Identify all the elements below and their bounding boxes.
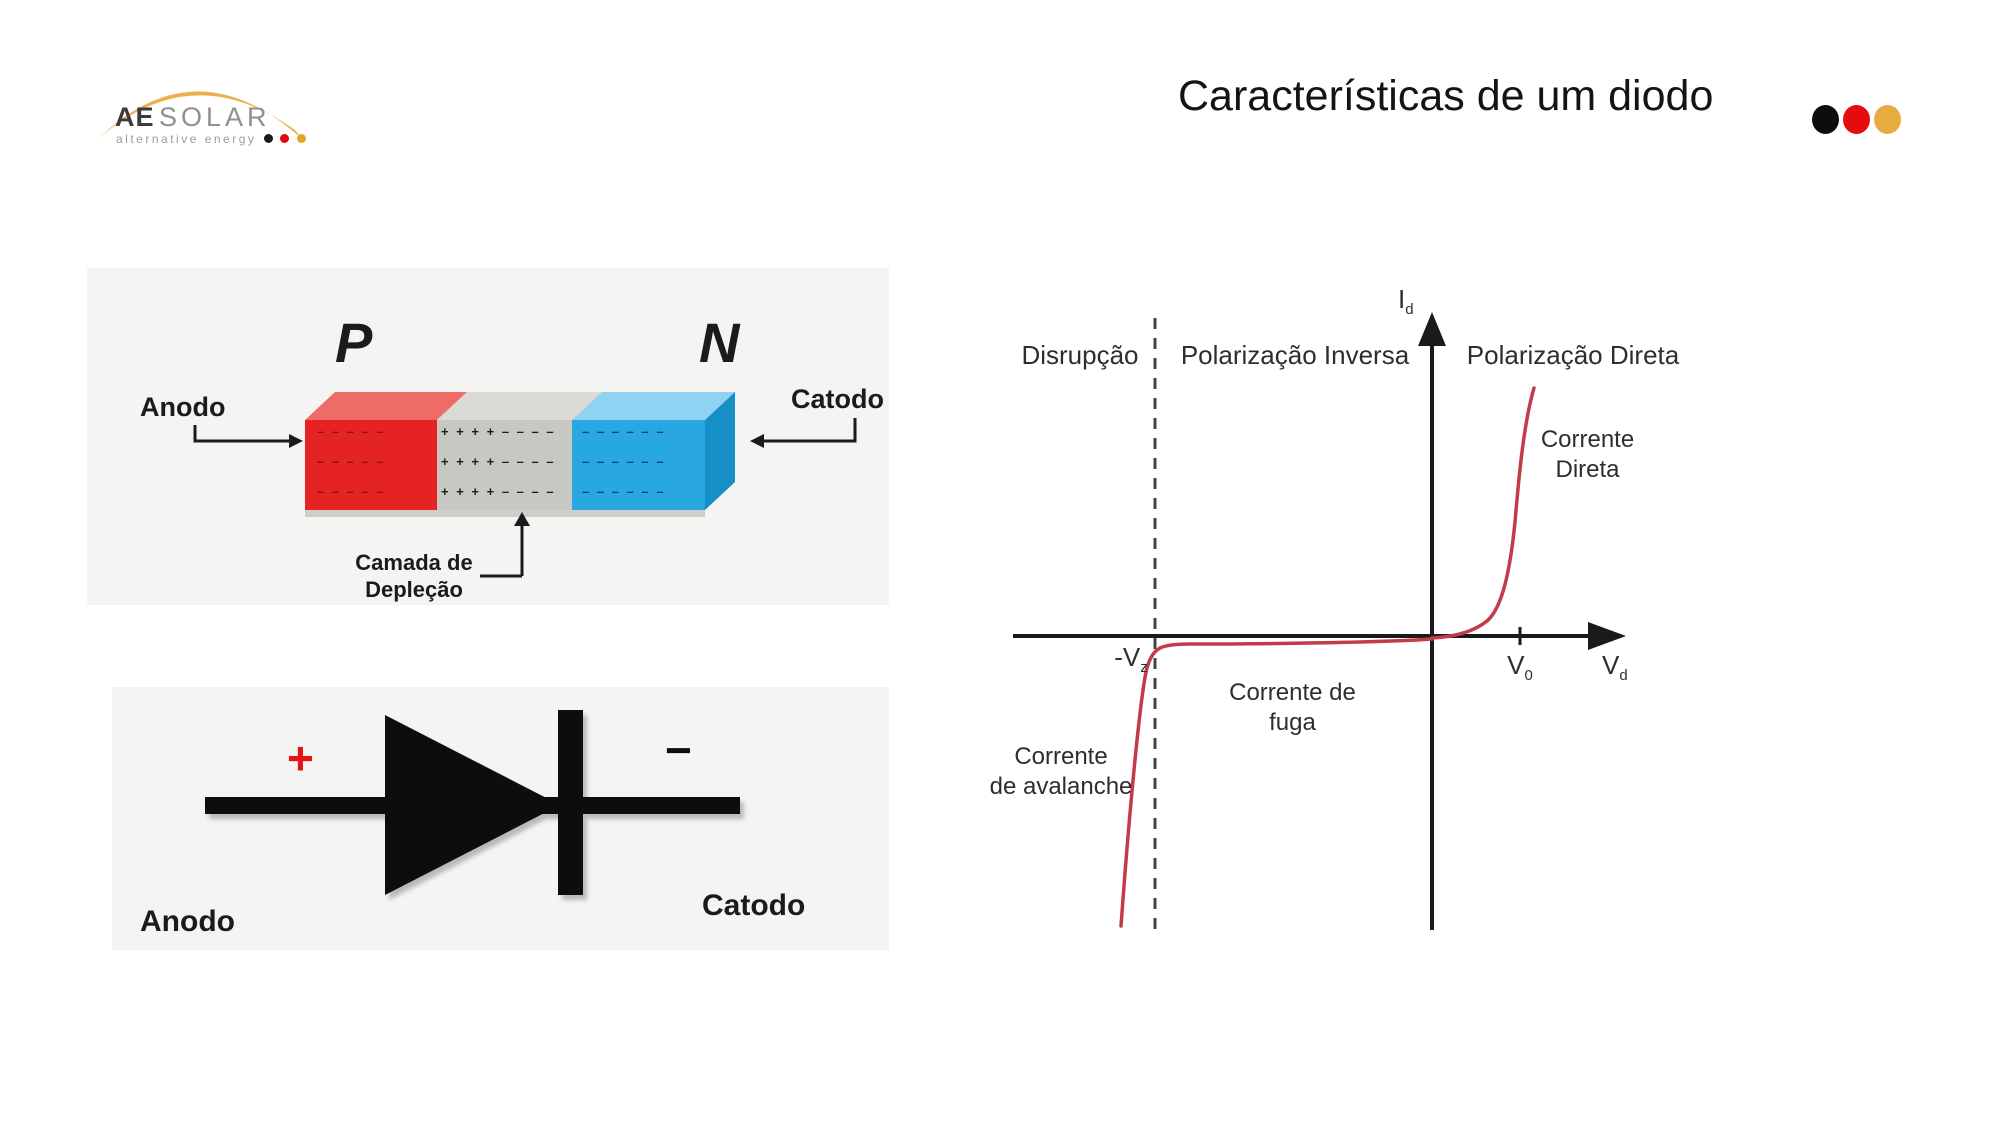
anode-arrowhead-icon	[289, 434, 303, 448]
iv-characteristic-chart: Disrupção Polarização Inversa Polarizaçã…	[990, 282, 1690, 942]
pn-cathode-label: Catodo	[791, 384, 884, 414]
forward-current-line2: Direta	[1555, 456, 1620, 483]
n-side-face	[705, 392, 735, 510]
zener-voltage-label: -Vz	[1102, 642, 1160, 676]
breakdown-region-label: Disrupção	[1021, 340, 1139, 370]
diode-symbol-drawing	[205, 710, 740, 895]
pn-junction-box-drawing	[193, 392, 857, 578]
pn-anode-label: Anodo	[140, 392, 226, 422]
p-charges-row: – – – – –	[317, 484, 386, 499]
n-charges-row: – – – – – –	[582, 454, 666, 469]
leakage-current-line1: Corrente de	[1229, 679, 1356, 706]
box-bottom-shadow	[305, 510, 705, 517]
logo-tagline: alternative energy	[116, 131, 257, 146]
depletion-layer-label: Camada de Depleção	[329, 549, 499, 603]
n-region-label: N	[699, 311, 740, 374]
anode-arrow-line	[193, 425, 299, 443]
logo-tagline-row: alternative energy	[116, 130, 306, 148]
n-charges-row: – – – – – –	[582, 424, 666, 439]
avalanche-current-label: Corrente de avalanche	[982, 742, 1140, 802]
cathode-arrow-line	[754, 418, 857, 443]
title-dot-black-icon	[1812, 105, 1839, 134]
ae-solar-logo: AE SOLAR alternative energy	[90, 56, 310, 151]
depletion-charges-row: + + + + – – – –	[441, 484, 556, 499]
p-region-label: P	[335, 311, 373, 374]
zener-voltage-sub: z	[1140, 659, 1148, 677]
forward-current-curve	[1430, 386, 1536, 640]
title-dot-gold-icon	[1874, 105, 1901, 134]
logo-dot-red-icon	[280, 134, 290, 144]
pn-junction-diagram: P N – – – – – – –	[87, 268, 889, 605]
n-charges-row: – – – – – –	[582, 484, 666, 499]
p-charges-row: – – – – –	[317, 424, 386, 439]
title-dot-red-icon	[1843, 105, 1870, 134]
forward-bias-region-label: Polarização Direta	[1466, 340, 1680, 370]
forward-current-line1: Corrente	[1540, 426, 1635, 453]
depletion-front-face	[437, 420, 572, 510]
zener-voltage-letter: -V	[1114, 642, 1141, 672]
threshold-voltage-letter: V	[1507, 650, 1525, 680]
depletion-top-face	[437, 392, 602, 420]
current-axis-letter: I	[1398, 284, 1406, 314]
threshold-voltage-sub: 0	[1524, 667, 1533, 685]
voltage-axis-letter: V	[1602, 650, 1620, 680]
voltage-axis-arrowhead-icon	[1588, 622, 1626, 650]
logo-brand-primary: AE	[115, 102, 155, 132]
reverse-bias-region-label: Polarização Inversa	[1180, 340, 1410, 370]
cathode-arrowhead-icon	[750, 434, 764, 448]
p-top-face	[305, 392, 467, 420]
avalanche-current-line2: de avalanche	[989, 773, 1133, 800]
n-front-face	[572, 420, 705, 510]
voltage-axis-label: Vd	[1602, 650, 1628, 684]
diode-symbol-diagram: + − Anodo Catodo	[112, 687, 889, 950]
voltage-axis-sub: d	[1619, 667, 1628, 685]
reverse-current-curve	[1119, 637, 1434, 928]
p-charges-row: – – – – –	[317, 454, 386, 469]
leakage-current-label: Corrente de fuga	[1225, 678, 1360, 738]
depletion-label-line1: Camada de	[355, 550, 473, 575]
plus-sign: +	[287, 732, 314, 784]
depletion-charges-row: + + + + – – – –	[441, 424, 556, 439]
n-top-face	[572, 392, 735, 420]
iv-chart-drawing	[1013, 312, 1626, 930]
page-title: Características de um diodo	[1178, 72, 1714, 120]
logo-dot-black-icon	[263, 134, 273, 144]
leakage-current-line2: fuga	[1269, 709, 1316, 736]
logo-brand-secondary: SOLAR	[158, 102, 271, 132]
logo-wordmark: AE SOLAR	[115, 102, 271, 133]
depletion-charges-row: + + + + – – – –	[441, 454, 556, 469]
arc-shape	[93, 91, 301, 144]
current-axis-sub: d	[1405, 301, 1414, 319]
depletion-arrowhead-icon	[514, 512, 530, 526]
logo-arc-swoosh	[93, 91, 301, 144]
p-front-face	[305, 420, 437, 510]
depletion-label-line2: Depleção	[365, 577, 463, 602]
minus-sign: −	[665, 724, 692, 776]
threshold-voltage-label: V0	[1495, 650, 1545, 684]
diode-cathode-bar	[558, 710, 583, 895]
forward-current-label: Corrente Direta	[1525, 425, 1650, 485]
diode-triangle-icon	[385, 715, 560, 895]
current-axis-arrowhead-icon	[1418, 312, 1446, 346]
avalanche-current-line1: Corrente	[1014, 743, 1108, 770]
symbol-cathode-label: Catodo	[702, 889, 806, 922]
current-axis-label: Id	[1398, 284, 1414, 318]
logo-dot-gold-icon	[296, 134, 306, 144]
symbol-anode-label: Anodo	[140, 905, 235, 938]
